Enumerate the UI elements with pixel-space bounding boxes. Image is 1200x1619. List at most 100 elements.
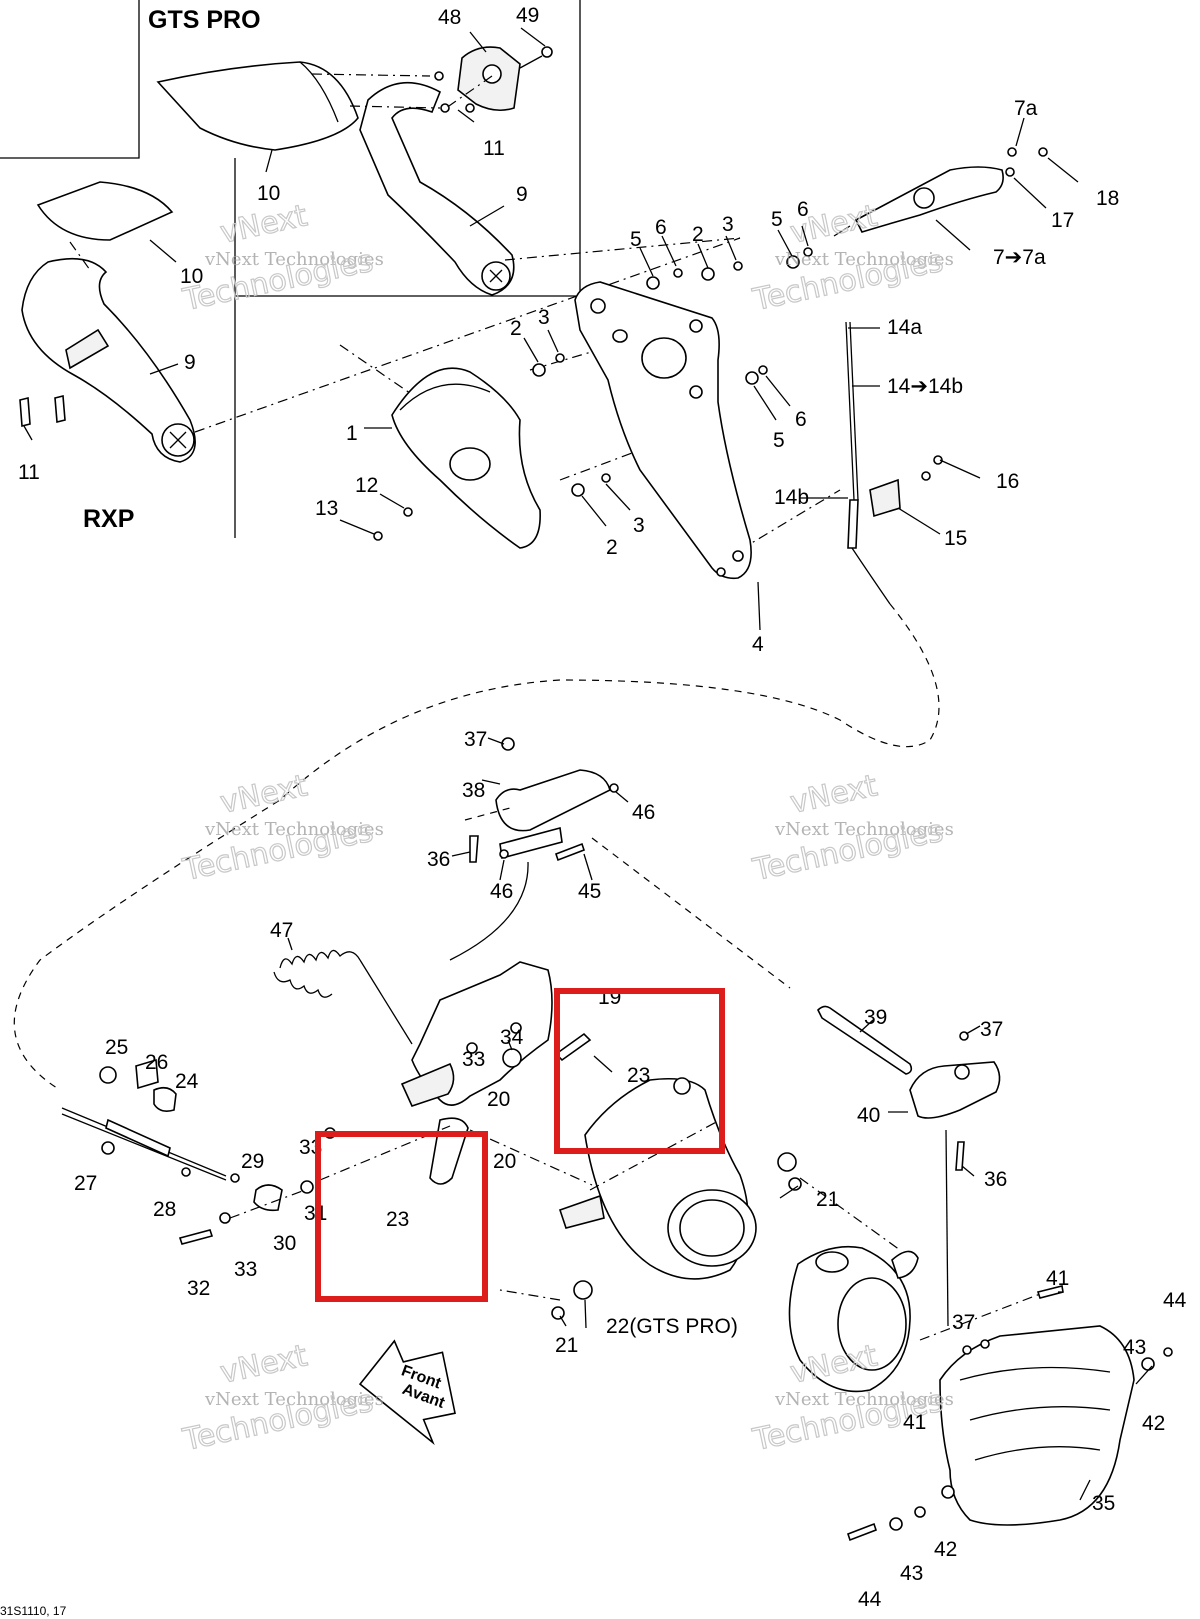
callout-49: 49 [516,4,539,27]
reverse-cable [845,321,943,605]
jet-pump-nozzle [551,1077,802,1320]
callout-7-7a: 7➔7a [993,246,1046,269]
front-direction-arrow: Front Avant [358,1339,456,1446]
callout-47: 47 [270,919,293,942]
venturi [788,1245,919,1393]
callout-5: 5 [773,429,785,452]
callout-20: 20 [493,1150,516,1173]
callout-44: 44 [858,1588,882,1611]
callout-44: 44 [1163,1289,1187,1312]
spring [273,949,361,998]
callout-38: 38 [462,779,485,802]
callout-14a: 14a [887,316,922,339]
callout-43: 43 [1123,1336,1146,1359]
callout-5: 5 [771,208,783,231]
steering-linkage [817,1005,1001,1171]
svg-text:vNext: vNext [217,1338,310,1391]
callout-37: 37 [952,1311,975,1334]
svg-text:vNext: vNext [787,768,880,821]
callout-22-gts-pro: 22(GTS PRO) [606,1315,738,1338]
callout-27: 27 [74,1172,97,1195]
callout-7a: 7a [1014,97,1038,120]
gts-pro-title: GTS PRO [148,6,261,34]
callout-32: 32 [187,1277,210,1300]
highlight-box-lower [315,1131,488,1302]
rxp-reverse-arm [19,257,196,463]
callout-36: 36 [984,1168,1007,1191]
gts-pro-inset: GTS PRO [0,0,581,297]
support-plate [574,281,752,580]
callout-21: 21 [555,1334,578,1357]
callout-23: 23 [627,1064,650,1087]
callout-36: 36 [427,848,450,871]
callout-6: 6 [795,408,807,431]
gts-bracket [434,46,553,113]
svg-text:vNext: vNext [217,768,310,821]
upper-link-bracket [469,737,619,863]
callout-17: 17 [1051,209,1074,232]
figure-code: 31S1110, 17 [0,1604,67,1618]
callout-21: 21 [816,1188,839,1211]
callout-34: 34 [500,1026,524,1049]
reverse-lever [854,147,1048,233]
callout-39: 39 [864,1006,887,1029]
callout-28: 28 [153,1198,176,1221]
callout-42: 42 [934,1538,957,1561]
callout-10: 10 [257,182,280,205]
callout-numbers: 48 49 11 10 9 10 9 11 7a 18 17 7➔7a 5 6 … [18,4,1187,1611]
highlight-box-upper [554,988,725,1154]
rxp-inset: RXP [83,158,236,538]
callout-33: 33 [462,1048,485,1071]
callout-29: 29 [241,1150,264,1173]
callout-11: 11 [483,137,505,160]
callout-5: 5 [630,228,642,251]
callout-9: 9 [516,183,528,206]
cable-end [61,1058,314,1245]
gts-reverse-plate [156,61,359,151]
callout-3: 3 [538,306,550,329]
callout-23: 23 [386,1208,409,1231]
callout-12: 12 [355,474,378,497]
gts-reverse-arm [359,81,515,296]
callout-10: 10 [180,265,203,288]
svg-text:vNext Technologies: vNext Technologies [774,819,954,840]
rxp-title: RXP [83,505,134,533]
svg-text:vNext: vNext [217,198,310,251]
callout-45: 45 [578,880,601,903]
callout-46: 46 [490,880,513,903]
callout-9: 9 [184,351,196,374]
reverse-gate-cover [391,367,541,549]
callout-3: 3 [722,213,734,236]
callout-26: 26 [145,1051,168,1074]
svg-text:vNext Technologies: vNext Technologies [774,1389,954,1410]
callout-48: 48 [438,6,461,29]
callout-2: 2 [606,536,618,559]
callout-15: 15 [944,527,967,550]
callout-42: 42 [1142,1412,1165,1435]
callout-16: 16 [996,470,1019,493]
callout-43: 43 [900,1562,923,1585]
callout-2: 2 [510,317,522,340]
svg-text:vNext Technologies: vNext Technologies [204,249,384,270]
callout-1: 1 [346,422,358,445]
callout-2: 2 [692,223,704,246]
leader-lines [23,27,1153,1501]
rxp-reverse-plate [36,181,174,241]
callout-14b: 14b [774,486,809,509]
callout-37: 37 [980,1018,1003,1041]
callout-6: 6 [655,216,667,239]
callout-13: 13 [315,497,338,520]
callout-46: 46 [632,801,655,824]
callout-41: 41 [903,1411,926,1434]
svg-text:vNext Technologies: vNext Technologies [204,819,384,840]
callout-20: 20 [487,1088,510,1111]
callout-6: 6 [797,198,809,221]
upper-hardware [373,247,813,541]
callout-11: 11 [18,461,40,484]
svg-text:vNext Technologies: vNext Technologies [774,249,954,270]
callout-14-14b: 14➔14b [887,375,963,398]
callout-41: 41 [1046,1267,1069,1290]
reverse-gate [324,961,592,1185]
callout-3: 3 [633,514,645,537]
